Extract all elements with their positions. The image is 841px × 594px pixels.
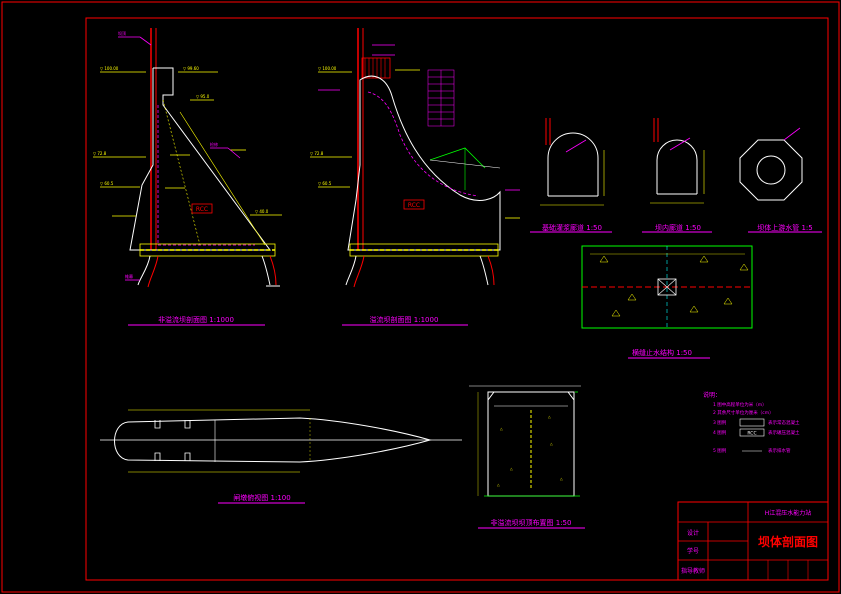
svg-text:△: △ (500, 427, 503, 431)
svg-text:▽ 100.00: ▽ 100.00 (318, 66, 337, 71)
title-block-student-id-label: 学号 (687, 547, 699, 555)
crest-detail-title: 非溢流坝坝顶布置图 1:50 (491, 518, 572, 527)
title-block-designer-label: 设计 (687, 529, 699, 537)
svg-text:△: △ (550, 442, 553, 446)
svg-text:帷幕: 帷幕 (125, 273, 133, 279)
legend-label-3: 表示排水管 (768, 447, 791, 454)
svg-text:▽ 60.5: ▽ 60.5 (318, 181, 332, 186)
nonoverflow-section-title: 非溢流坝剖面图 1:1000 (158, 315, 234, 324)
school-name: H江混压水能力站 (765, 509, 812, 517)
svg-text:检修: 检修 (210, 141, 218, 147)
nonoverflow-section-view: RCC ▽ 100.00 ▽ 99.60 ▽ 95.0 ▽ 72.8 ▽ 60.… (93, 28, 282, 326)
waterstop-view: 横缝止水结构 1:50 (581, 245, 753, 359)
drawing-title: 坝体剖面图 (758, 534, 818, 549)
svg-text:△: △ (548, 415, 551, 419)
svg-text:▽ 95.0: ▽ 95.0 (196, 94, 210, 99)
notes-block: 说明： 1 图中高程单位为米（m） 2 其余尺寸单位为厘米（cm） 3 图例 4… (703, 391, 800, 454)
gallery-b-title: 坝内廊道 1:50 (655, 223, 701, 232)
overflow-section-view: RCC ▽ 100.00 ▽ 72.8 ▽ 60.5 (310, 28, 520, 326)
pipe-view: 坝体上游水管 1:5 (739, 127, 822, 233)
svg-text:▽ 72.8: ▽ 72.8 (93, 151, 107, 156)
gallery-b-view: 坝内廊道 1:50 (642, 118, 712, 233)
svg-text:▽ 60.5: ▽ 60.5 (100, 181, 114, 186)
overflow-rcc-tag: RCC (408, 202, 420, 209)
inner-frame (85, 17, 829, 581)
gallery-a-view: 基础灌浆廊道 1:50 (530, 118, 612, 233)
note-item-3: 3 图例 (713, 419, 727, 426)
overflow-section-title: 溢流坝剖面图 1:1000 (370, 315, 439, 324)
title-block-advisor-label: 指导教师 (681, 567, 705, 575)
note-item-2: 2 其余尺寸单位为厘米（cm） (713, 409, 774, 416)
svg-text:▽ 99.60: ▽ 99.60 (183, 66, 199, 71)
legend-label-2: 表示碾压混凝土 (768, 429, 800, 436)
crest-detail-view: △ △ △ △ △ △ 非溢流坝坝顶布置图 1:50 (469, 385, 585, 529)
pier-plan-title: 闸墩俯视图 1:100 (233, 493, 290, 502)
title-block: H江混压水能力站 坝体剖面图 设计 学号 指导教师 (677, 501, 829, 581)
svg-text:▽ 40.0: ▽ 40.0 (255, 209, 269, 214)
note-item-4: 4 图例 (713, 429, 727, 436)
gallery-a-title: 基础灌浆廊道 1:50 (542, 223, 602, 232)
note-item-5: 5 图例 (713, 447, 727, 454)
notes-heading: 说明： (703, 391, 721, 399)
svg-text:△: △ (510, 467, 513, 471)
note-item-1: 1 图中高程单位为米（m） (713, 401, 767, 408)
waterstop-title: 横缝止水结构 1:50 (632, 348, 692, 357)
legend-label-1: 表示常态混凝土 (768, 419, 800, 426)
svg-text:▽ 100.00: ▽ 100.00 (100, 66, 119, 71)
pier-plan-view: 闸墩俯视图 1:100 (100, 409, 462, 504)
pipe-title: 坝体上游水管 1:5 (757, 223, 813, 232)
svg-text:△: △ (560, 477, 563, 481)
legend-rcc-box (739, 428, 765, 437)
nonoverflow-rcc-tag: RCC (196, 206, 208, 213)
svg-text:▽ 72.8: ▽ 72.8 (310, 151, 324, 156)
legend-rcc-box-label: RCC (747, 431, 756, 437)
svg-text:△: △ (497, 483, 500, 487)
svg-text:坝顶: 坝顶 (118, 30, 126, 36)
